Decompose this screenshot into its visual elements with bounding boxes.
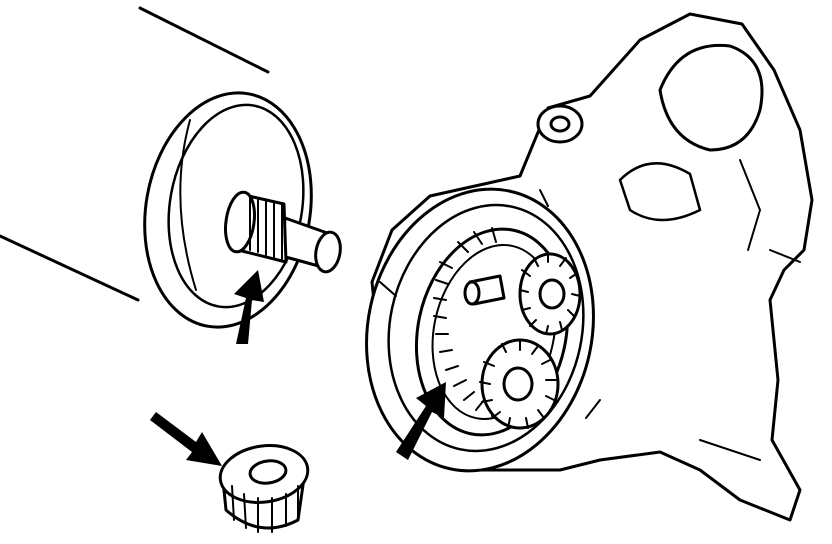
planet-gear-icon — [518, 252, 582, 336]
pinion-gear-icon — [218, 444, 310, 533]
sun-shaft-icon — [463, 274, 506, 306]
ring-gear-icon — [414, 227, 570, 437]
armature-shaft-icon — [0, 6, 342, 329]
pointer-arrow-icon — [234, 270, 264, 344]
pointer-arrow-icon — [150, 412, 222, 466]
planet-gear-icon — [479, 338, 560, 430]
pointer-arrow-icon — [396, 382, 446, 460]
armature-spline-icon — [224, 190, 288, 264]
